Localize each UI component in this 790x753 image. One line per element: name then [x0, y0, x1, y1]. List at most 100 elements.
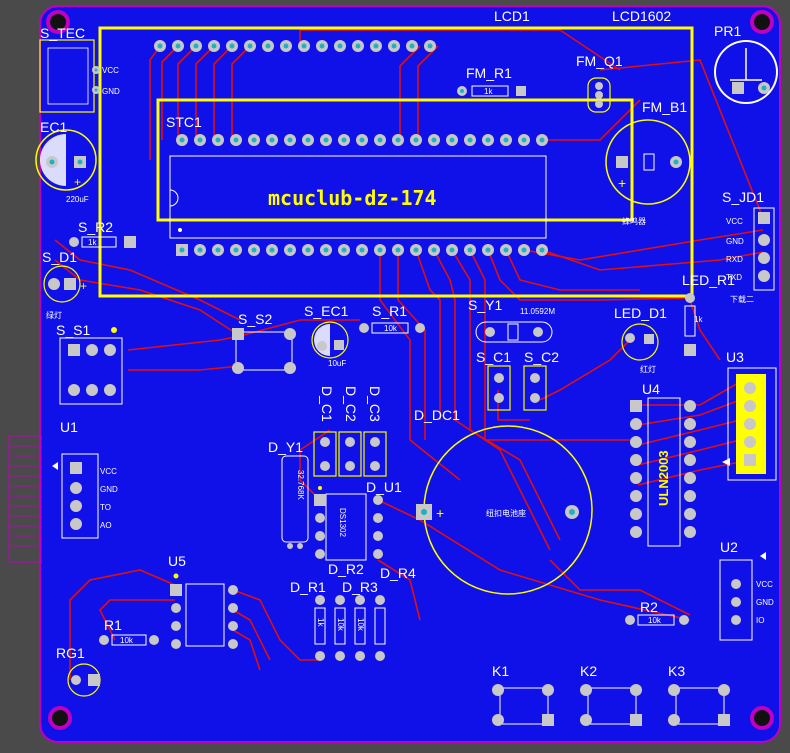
label-s-jd1: S_JD1: [722, 189, 764, 205]
label-pr1: PR1: [714, 23, 741, 39]
s-r1-value: 10k: [384, 324, 398, 333]
label-d-r1: D_R1: [290, 579, 326, 595]
label-u2: U2: [720, 539, 738, 555]
label-d-c2: D_C2: [343, 386, 359, 422]
d-y1-value: 32.768K: [296, 470, 305, 500]
designators: S_TEC LCD1 LCD1602 PR1 EC1 FM_R1 FM_Q1 S…: [40, 8, 764, 679]
svg-text:+: +: [74, 175, 81, 189]
d-capacitors: [313, 431, 387, 477]
stc-outline: [156, 98, 634, 222]
u5-chip: [170, 573, 238, 649]
jd-vcc: VCC: [726, 217, 743, 226]
d-dc1-battery: + 纽扣电池座: [416, 425, 593, 595]
led-d1-label: 红灯: [640, 364, 656, 374]
label-s-r2: S_R2: [78, 219, 113, 235]
u1-vcc: VCC: [100, 467, 117, 476]
fm-b1-buzzer: + 蜂鸣器: [605, 119, 691, 226]
label-lcd1602: LCD1602: [612, 8, 671, 24]
label-d-u1: D_U1: [366, 479, 402, 495]
label-u1: U1: [60, 419, 78, 435]
label-u4: U4: [642, 381, 660, 397]
d-u1-chip: DS1302: [314, 486, 383, 561]
s-tec-gnd: GND: [102, 87, 120, 96]
label-s-y1: S_Y1: [468, 297, 502, 313]
d-r2-value: 10k: [336, 618, 345, 632]
s-d1-led: + 绿灯: [43, 265, 87, 320]
board-name: mcuclub-dz-174: [268, 186, 437, 210]
label-d-c1: D_C1: [319, 386, 335, 422]
copper-traces: [54, 29, 764, 680]
label-k1: K1: [492, 663, 509, 679]
label-lcd1: LCD1: [494, 8, 530, 24]
label-k2: K2: [580, 663, 597, 679]
k1-button: [492, 684, 554, 726]
s-r1-resistor: 10k: [359, 322, 425, 334]
u1-ao: AO: [100, 521, 112, 530]
s-d1-label: 绿灯: [46, 310, 62, 320]
s-y1-value: 11.0592M: [520, 307, 555, 316]
s-y1-crystal: 11.0592M: [475, 307, 555, 343]
u1-to: TO: [100, 503, 111, 512]
svg-text:+: +: [80, 279, 87, 293]
r1-value: 10k: [120, 636, 134, 645]
pr1-photoresistor: [714, 40, 778, 104]
s-c2-capacitor: [523, 365, 547, 411]
label-fm-q1: FM_Q1: [576, 53, 623, 69]
svg-text:+: +: [618, 175, 626, 191]
fm-q1-transistor: [587, 77, 611, 113]
label-d-dc1: D_DC1: [414, 407, 460, 423]
label-ec1: EC1: [40, 119, 67, 135]
lcd-outline: [98, 26, 694, 298]
u4-uln2003: ULN2003: [630, 397, 696, 547]
mounting-holes: [46, 10, 774, 730]
battery-label: 纽扣电池座: [486, 508, 526, 518]
label-s-s2: S_S2: [238, 311, 272, 327]
label-s-ec1: S_EC1: [304, 303, 349, 319]
label-k3: K3: [668, 663, 685, 679]
s-s1-switch: [59, 327, 123, 405]
r2-resistor: 10k: [625, 614, 689, 626]
stc-bottom-pins: [176, 228, 548, 256]
fm-r1-resistor: 1k: [457, 85, 526, 97]
ec1-value: 220uF: [66, 195, 89, 204]
label-s-tec: S_TEC: [40, 25, 85, 41]
stc-body: [169, 155, 547, 239]
s-tec-vcc: VCC: [102, 66, 119, 75]
u3-connector: [722, 367, 777, 481]
label-s-s1: S_S1: [56, 322, 90, 338]
side-connector: [8, 435, 42, 563]
label-d-r2: D_R2: [328, 561, 364, 577]
label-d-c3: D_C3: [367, 386, 383, 422]
r1-resistor: 10k: [99, 634, 159, 646]
s-jd1-header: VCC GND RXD TXD 下载二: [726, 207, 775, 304]
jd-rxd: RXD: [726, 255, 743, 264]
label-fm-b1: FM_B1: [642, 99, 687, 115]
k2-button: [580, 684, 642, 726]
label-s-r1: S_R1: [372, 303, 407, 319]
rg1-sensor: [67, 663, 101, 697]
u2-gnd: GND: [756, 598, 774, 607]
label-s-c1: S_C1: [476, 349, 511, 365]
jd-txd: TXD: [726, 273, 742, 282]
label-led-d1: LED_D1: [614, 305, 667, 321]
label-r1: R1: [104, 617, 122, 633]
d-resistors: 1k 10k 10k: [314, 595, 386, 661]
lcd-pins: [154, 40, 436, 52]
r2-value: 10k: [648, 616, 662, 625]
led-d1: 红灯: [621, 323, 659, 374]
s-s2-button: [232, 328, 296, 374]
ec1-capacitor: 220uF +: [35, 129, 97, 204]
label-stc1: STC1: [166, 114, 202, 130]
d-u1-value: DS1302: [338, 508, 347, 537]
jd-gnd: GND: [726, 237, 744, 246]
d-r3-value: 10k: [356, 618, 365, 632]
s-tec-module: VCC GND: [39, 39, 120, 113]
label-s-c2: S_C2: [524, 349, 559, 365]
label-d-r4: D_R4: [380, 565, 416, 581]
label-d-y1: D_Y1: [268, 439, 303, 455]
label-led-r1: LED_R1: [682, 272, 735, 288]
s-c1-capacitor: [487, 365, 511, 411]
label-rg1: RG1: [56, 645, 85, 661]
label-u3: U3: [726, 349, 744, 365]
